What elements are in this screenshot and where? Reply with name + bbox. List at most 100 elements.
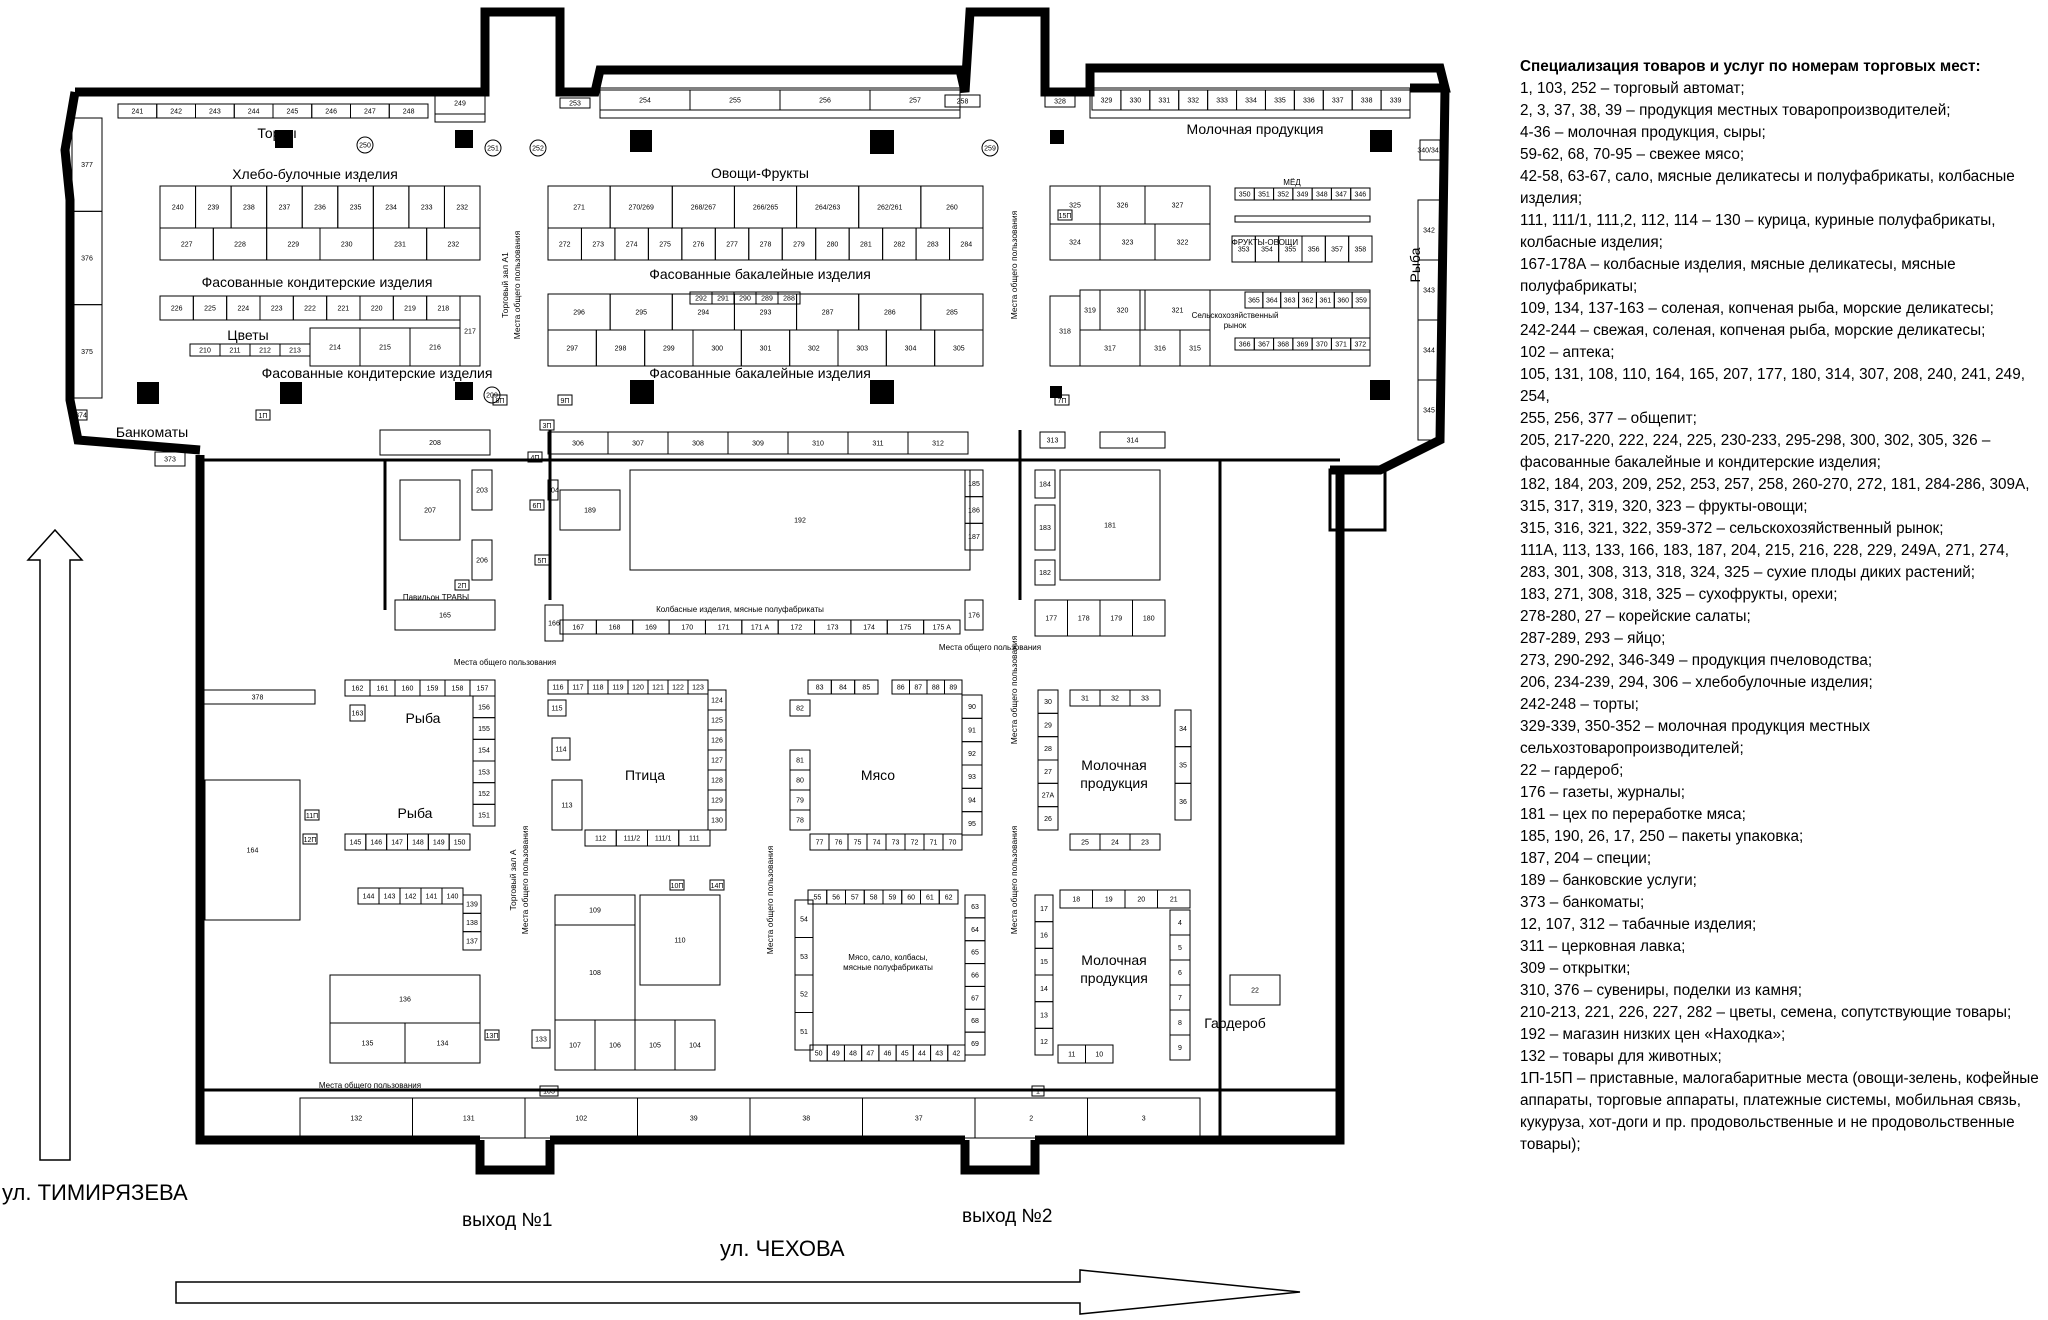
stall-cell[interactable] xyxy=(923,619,961,635)
stall-cell[interactable] xyxy=(944,679,963,695)
stall-cell[interactable] xyxy=(938,889,959,905)
stall-cell[interactable] xyxy=(529,499,545,511)
stall-cell[interactable] xyxy=(534,554,550,566)
stall-cell[interactable] xyxy=(687,679,709,695)
stall-cell[interactable] xyxy=(1139,289,1371,367)
stall-cell[interactable] xyxy=(789,809,811,831)
stall-cell[interactable] xyxy=(964,1031,986,1056)
stall-cell[interactable] xyxy=(674,1019,716,1071)
stall-cell[interactable] xyxy=(854,679,879,695)
stall-cell[interactable] xyxy=(1034,504,1056,551)
exit-2[interactable]: выход №2 xyxy=(962,1206,1053,1227)
stall-cell[interactable] xyxy=(204,779,301,921)
stall-cell[interactable] xyxy=(559,489,621,531)
stall-cell[interactable] xyxy=(1099,431,1166,449)
stall-cell[interactable] xyxy=(71,304,103,399)
stall-cell[interactable] xyxy=(1350,187,1371,201)
stall-cell[interactable] xyxy=(1132,599,1166,637)
stall-cell[interactable] xyxy=(559,97,591,109)
stall-cell[interactable] xyxy=(434,91,486,115)
stall-cell[interactable] xyxy=(409,327,461,367)
stall-cell[interactable] xyxy=(789,699,811,717)
stall-cell[interactable] xyxy=(471,469,493,511)
stall-cell[interactable] xyxy=(1044,94,1076,108)
stall-cell[interactable] xyxy=(1129,689,1161,707)
marker-s259[interactable] xyxy=(981,139,999,157)
stall-cell[interactable] xyxy=(1037,806,1059,831)
stall-cell[interactable] xyxy=(1380,89,1411,111)
stall-cell[interactable] xyxy=(961,811,983,836)
stall-cell[interactable] xyxy=(1229,974,1281,1006)
stall-cell[interactable] xyxy=(349,704,366,722)
stall-cell[interactable] xyxy=(1157,889,1191,909)
marker-s251[interactable] xyxy=(484,139,502,157)
stall-cell[interactable] xyxy=(472,803,496,827)
stall-cell[interactable] xyxy=(1039,431,1066,449)
stall-cell[interactable] xyxy=(404,1022,481,1064)
stall-cell[interactable] xyxy=(302,833,318,845)
stall-cell[interactable] xyxy=(399,479,461,541)
stall-cell[interactable] xyxy=(1031,1085,1045,1097)
stall-cell[interactable] xyxy=(1417,379,1441,441)
marker-s209[interactable] xyxy=(483,386,501,404)
stall-cell[interactable] xyxy=(1085,1044,1114,1064)
stall-cell[interactable] xyxy=(1059,469,1161,581)
stall-cell[interactable] xyxy=(777,291,801,305)
marker-s252[interactable] xyxy=(529,139,547,157)
stall-cell[interactable] xyxy=(1234,215,1371,223)
stall-cell[interactable] xyxy=(1034,469,1056,499)
stall-cell[interactable] xyxy=(448,833,471,851)
stall-cell[interactable] xyxy=(74,409,88,421)
stall-cell[interactable] xyxy=(629,469,971,571)
stall-cell[interactable] xyxy=(454,579,470,591)
stall-cell[interactable] xyxy=(551,737,571,761)
stall-cell[interactable] xyxy=(794,1012,814,1051)
stall-cell[interactable] xyxy=(388,103,429,119)
stall-cell[interactable] xyxy=(1054,394,1070,406)
stall-cell[interactable] xyxy=(1419,139,1441,161)
stall-cell[interactable] xyxy=(1034,559,1056,586)
stall-cell[interactable] xyxy=(544,604,564,642)
stall-cell[interactable] xyxy=(949,227,984,261)
stall-cell[interactable] xyxy=(1169,1034,1191,1061)
stall-cell[interactable] xyxy=(1129,833,1161,851)
stall-cell[interactable] xyxy=(547,699,567,717)
stall-cell[interactable] xyxy=(539,419,555,431)
stall-cell[interactable] xyxy=(471,539,493,581)
stall-cell[interactable] xyxy=(869,89,961,111)
exit-1[interactable]: выход №1 xyxy=(462,1210,553,1231)
stall-cell[interactable] xyxy=(1174,782,1192,821)
stall-cell[interactable] xyxy=(462,931,482,951)
stall-cell[interactable] xyxy=(154,451,186,467)
stall-cell[interactable] xyxy=(669,879,685,891)
stall-cell[interactable] xyxy=(1034,1027,1054,1056)
stall-cell[interactable] xyxy=(304,809,320,821)
stall-cell[interactable] xyxy=(707,809,727,831)
stall-cell[interactable] xyxy=(678,829,711,847)
stall-cell[interactable] xyxy=(942,833,963,851)
stall-cell[interactable] xyxy=(531,1029,551,1049)
stall-cell[interactable] xyxy=(639,894,721,986)
stall-cell[interactable] xyxy=(394,599,496,631)
stall-cell[interactable] xyxy=(379,429,491,456)
stall-cell[interactable] xyxy=(199,689,316,705)
stall-cell[interactable] xyxy=(484,1029,500,1041)
marker-s250[interactable] xyxy=(356,136,374,154)
stall-cell[interactable] xyxy=(964,522,984,551)
stall-cell[interactable] xyxy=(426,227,481,261)
stall-cell[interactable] xyxy=(944,94,981,108)
stall-cell[interactable] xyxy=(1057,209,1073,221)
stall-cell[interactable] xyxy=(551,779,583,831)
stall-cell[interactable] xyxy=(255,409,271,421)
stall-cell[interactable] xyxy=(934,329,984,367)
stall-cell[interactable] xyxy=(947,1044,966,1062)
stall-cell[interactable] xyxy=(557,394,573,406)
stall-cell[interactable] xyxy=(709,879,725,891)
stall-cell[interactable] xyxy=(1087,1097,1201,1139)
stall-cell[interactable] xyxy=(539,1085,559,1097)
stall-cell[interactable] xyxy=(547,479,559,501)
stall-cell[interactable] xyxy=(1154,223,1211,261)
stall-cell[interactable] xyxy=(964,599,984,631)
stall-cell[interactable] xyxy=(1348,235,1373,263)
stall-cell[interactable] xyxy=(527,451,543,463)
